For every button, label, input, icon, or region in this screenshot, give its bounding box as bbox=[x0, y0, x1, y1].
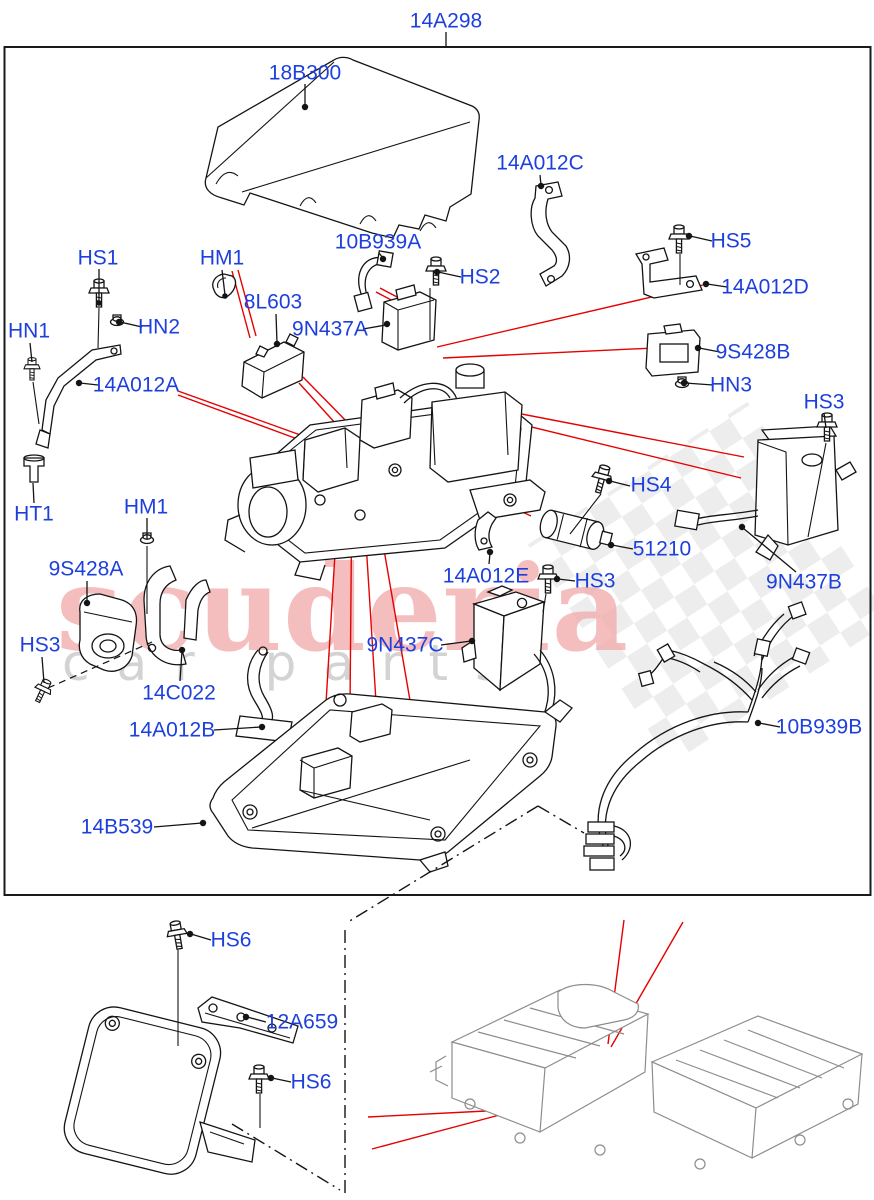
part-label-HM1-mid[interactable]: HM1 bbox=[123, 495, 169, 519]
battery-pack-art bbox=[429, 983, 864, 1170]
sensor-9S428A-art bbox=[78, 593, 138, 672]
part-label-HS4[interactable]: HS4 bbox=[630, 473, 672, 497]
wiring-harness-10B939B-art bbox=[583, 601, 811, 871]
part-label-14A012C[interactable]: 14A012C bbox=[496, 151, 584, 175]
part-label-HS6-bottom[interactable]: HS6 bbox=[290, 1070, 332, 1094]
bracket-14C022-art bbox=[143, 565, 211, 666]
part-label-9N437C[interactable]: 9N437C bbox=[366, 633, 444, 657]
cover-18B300-art bbox=[204, 56, 480, 239]
part-label-14C022[interactable]: 14C022 bbox=[142, 681, 216, 705]
part-label-HS2[interactable]: HS2 bbox=[459, 265, 501, 289]
hs5-bolt-icon bbox=[668, 224, 690, 254]
leader-dots bbox=[75, 103, 762, 1082]
bracket-12A659-art bbox=[197, 996, 299, 1044]
part-label-HN2[interactable]: HN2 bbox=[137, 315, 181, 339]
part-label-HN1[interactable]: HN1 bbox=[7, 319, 51, 343]
ht1-fitting-art bbox=[23, 454, 45, 483]
part-label-14A012B[interactable]: 14A012B bbox=[128, 718, 216, 742]
part-label-14A012E[interactable]: 14A012E bbox=[442, 564, 530, 588]
fastener-axis-lines bbox=[32, 254, 827, 1128]
watermark-tagline: car parts bbox=[62, 634, 528, 692]
part-label-14A012A[interactable]: 14A012A bbox=[92, 373, 180, 397]
tray-14B539-art bbox=[209, 693, 573, 873]
page-title-part-number[interactable]: 14A298 bbox=[409, 9, 483, 33]
part-label-12A659[interactable]: 12A659 bbox=[265, 1010, 339, 1034]
ecu-module-art bbox=[63, 1006, 256, 1175]
part-label-18B300[interactable]: 18B300 bbox=[268, 61, 342, 85]
module-9N437B-art bbox=[674, 425, 857, 561]
hs3-left-bolt-icon bbox=[29, 675, 56, 706]
part-label-HS3-left[interactable]: HS3 bbox=[19, 633, 61, 657]
part-label-10B939A[interactable]: 10B939A bbox=[334, 230, 422, 254]
part-label-14B539[interactable]: 14B539 bbox=[80, 815, 154, 839]
bracket-14A012E-art bbox=[474, 511, 497, 551]
harness-connector-stack bbox=[583, 821, 632, 871]
part-label-10B939B[interactable]: 10B939B bbox=[775, 715, 863, 739]
part-label-8L603[interactable]: 8L603 bbox=[243, 290, 303, 314]
part-label-9S428A[interactable]: 9S428A bbox=[48, 557, 124, 581]
hs6-top-bolt-icon bbox=[164, 918, 191, 952]
hs6-bottom-bolt-icon bbox=[248, 1064, 270, 1094]
part-label-HS6-top[interactable]: HS6 bbox=[210, 928, 252, 952]
black-leader-lines bbox=[29, 84, 827, 1083]
part-label-14A012D[interactable]: 14A012D bbox=[721, 275, 809, 299]
diagram-border bbox=[3, 46, 872, 896]
centerline-dash-dot bbox=[231, 805, 585, 1198]
part-label-9N437A[interactable]: 9N437A bbox=[292, 317, 368, 341]
sensor-9S428B-art bbox=[645, 323, 701, 377]
part-label-HT1[interactable]: HT1 bbox=[14, 502, 54, 526]
part-label-HS1[interactable]: HS1 bbox=[77, 246, 119, 270]
part-label-9S428B[interactable]: 9S428B bbox=[715, 340, 791, 364]
part-label-HM1-top[interactable]: HM1 bbox=[199, 246, 245, 270]
part-label-HS5[interactable]: HS5 bbox=[710, 229, 752, 253]
bracket-14A012A-art bbox=[35, 344, 122, 449]
relay-8L603-art bbox=[241, 333, 305, 399]
module-9N437A-art bbox=[381, 284, 437, 351]
part-label-HN3[interactable]: HN3 bbox=[709, 373, 753, 397]
part-label-9N437B[interactable]: 9N437B bbox=[766, 570, 842, 594]
bracket-14A012D-art bbox=[634, 247, 703, 299]
junction-box-assembly-art bbox=[224, 363, 546, 581]
bracket-14A012C-art bbox=[530, 181, 571, 287]
capacitor-51210-art bbox=[539, 509, 614, 550]
part-label-HS3-mid[interactable]: HS3 bbox=[574, 569, 616, 593]
part-label-51210[interactable]: 51210 bbox=[632, 537, 692, 561]
hs3-left-dashed-line bbox=[47, 641, 153, 689]
part-label-HS3-right[interactable]: HS3 bbox=[803, 390, 845, 414]
